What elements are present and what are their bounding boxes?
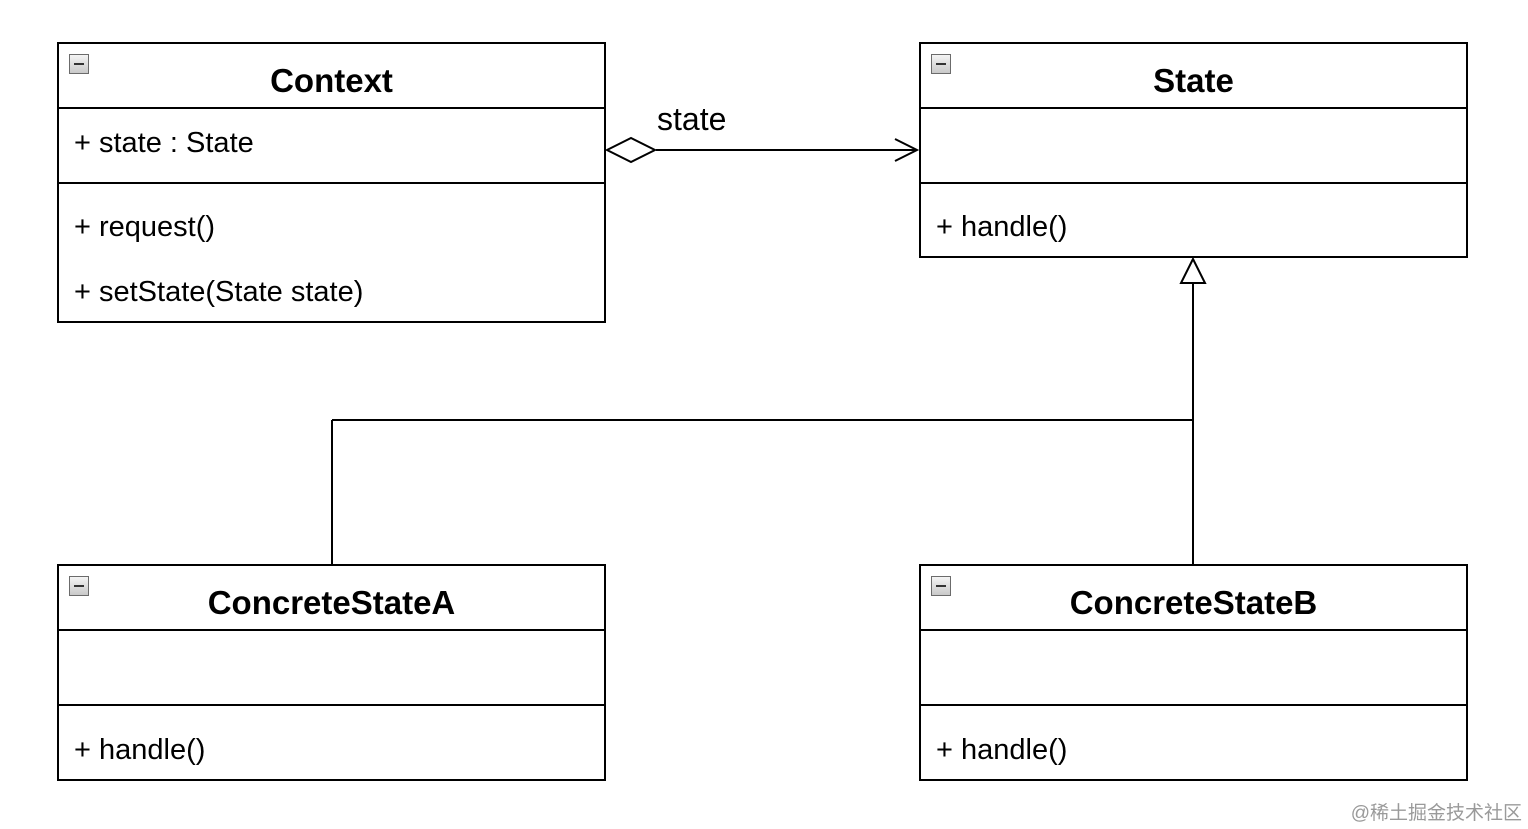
watermark: @稀土掘金技术社区 [1350, 803, 1522, 824]
association-role-label: state [657, 101, 727, 137]
operation: + handle() [936, 734, 1068, 766]
class-concrete-state-b-attributes [921, 631, 1466, 706]
class-name: ConcreteStateB [1069, 584, 1318, 621]
class-concrete-state-a-attributes [59, 631, 604, 706]
collapse-minus-icon[interactable] [931, 576, 951, 596]
operation: + setState(State state) [74, 276, 364, 308]
class-context-header: Context [59, 44, 604, 109]
operation: + request() [74, 211, 216, 243]
class-concrete-state-a[interactable]: ConcreteStateA + handle() [57, 564, 606, 781]
class-context[interactable]: Context + state : State + request() + se… [57, 42, 606, 323]
navigation-arrowhead [894, 138, 920, 162]
class-state-attributes [921, 109, 1466, 184]
class-concrete-state-b[interactable]: ConcreteStateB + handle() [919, 564, 1468, 781]
attribute: + state : State [74, 127, 254, 159]
class-name: Context [270, 62, 393, 99]
class-state[interactable]: State + handle() [919, 42, 1468, 258]
operation: + handle() [74, 734, 206, 766]
class-state-header: State [921, 44, 1466, 109]
class-concrete-state-b-header: ConcreteStateB [921, 566, 1466, 631]
class-concrete-state-a-header: ConcreteStateA [59, 566, 604, 631]
class-name: State [1153, 62, 1234, 99]
aggregation-diamond [604, 136, 658, 164]
collapse-minus-icon[interactable] [931, 54, 951, 74]
collapse-minus-icon[interactable] [69, 54, 89, 74]
class-name: ConcreteStateA [207, 584, 456, 621]
class-context-attributes: + state : State [59, 109, 604, 184]
generalization-triangle [1179, 256, 1207, 284]
operation: + handle() [936, 211, 1068, 243]
collapse-minus-icon[interactable] [69, 576, 89, 596]
